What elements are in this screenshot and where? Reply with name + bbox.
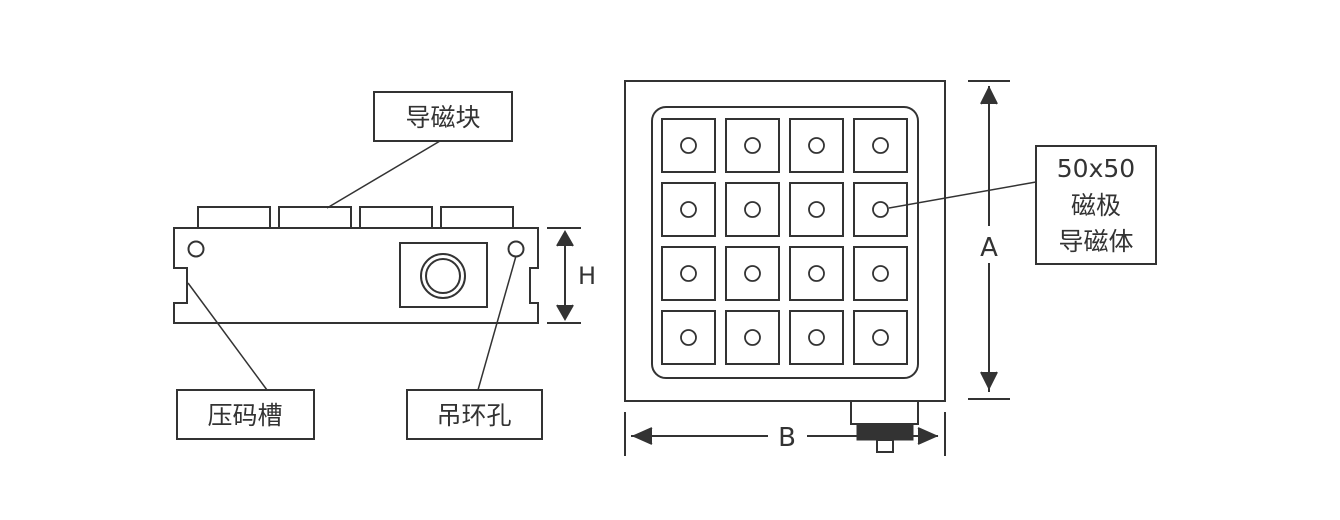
guide-block-leader: [326, 140, 441, 209]
pole-screw-hole: [744, 265, 761, 282]
pole-screw-hole: [808, 265, 825, 282]
width-dim-label: B: [778, 423, 796, 453]
lifting-hole-left: [187, 240, 205, 258]
lifting-hole-right: [507, 240, 525, 258]
side-view-label-boxes: [176, 91, 543, 440]
length-dim-label: A: [980, 233, 998, 263]
connector-housing: [850, 400, 919, 425]
magnetic-pole: [661, 246, 716, 301]
lifting-hole-leader: [477, 255, 517, 391]
pole-screw-hole: [680, 329, 697, 346]
connector-pin: [876, 439, 894, 453]
pole-callout-box: [1035, 145, 1157, 265]
pole-screw-hole: [872, 265, 889, 282]
guide-block-2: [278, 206, 352, 229]
connector-nut: [856, 423, 914, 441]
pole-callout-line2: 磁极: [1071, 191, 1121, 220]
side-view: [173, 206, 539, 324]
guide-block-3: [359, 206, 433, 229]
clamp-slot-leader: [187, 282, 268, 391]
guide-block-label: 导磁块: [405, 103, 480, 132]
pole-screw-hole: [744, 137, 761, 154]
side-view-leaders: [187, 140, 517, 391]
pole-callout-leader: [888, 181, 1037, 209]
pole-screw-hole: [872, 329, 889, 346]
pole-screw-hole: [808, 201, 825, 218]
pole-screw-hole: [680, 265, 697, 282]
pole-screw-hole: [680, 201, 697, 218]
width-dimension: [624, 412, 946, 456]
guide-block-1: [197, 206, 271, 229]
lifting-hole-label-box: [406, 389, 543, 440]
length-dimension: [968, 80, 1010, 400]
magnetic-pole-grid: [661, 118, 908, 365]
pole-screw-hole: [808, 137, 825, 154]
pole-area: [651, 106, 919, 379]
pole-screw-hole: [808, 329, 825, 346]
height-dimension: [547, 227, 581, 324]
pole-screw-hole: [680, 137, 697, 154]
pole-screw-hole: [872, 137, 889, 154]
lifting-hole-label: 吊环孔: [436, 401, 511, 430]
magnetic-pole: [789, 118, 844, 173]
clamp-slot-label: 压码槽: [207, 401, 282, 430]
connector-ring-inner: [425, 258, 461, 294]
height-dim-label: H: [578, 262, 596, 290]
clamp-slot-label-box: [176, 389, 315, 440]
pole-screw-hole: [872, 201, 889, 218]
guide-block-label-box: [373, 91, 513, 142]
guide-block-4: [440, 206, 514, 229]
pole-callout-line3: 导磁体: [1058, 227, 1133, 256]
pole-screw-hole: [744, 329, 761, 346]
pole-callout-line1: 50x50: [1057, 154, 1135, 183]
pole-screw-hole: [744, 201, 761, 218]
